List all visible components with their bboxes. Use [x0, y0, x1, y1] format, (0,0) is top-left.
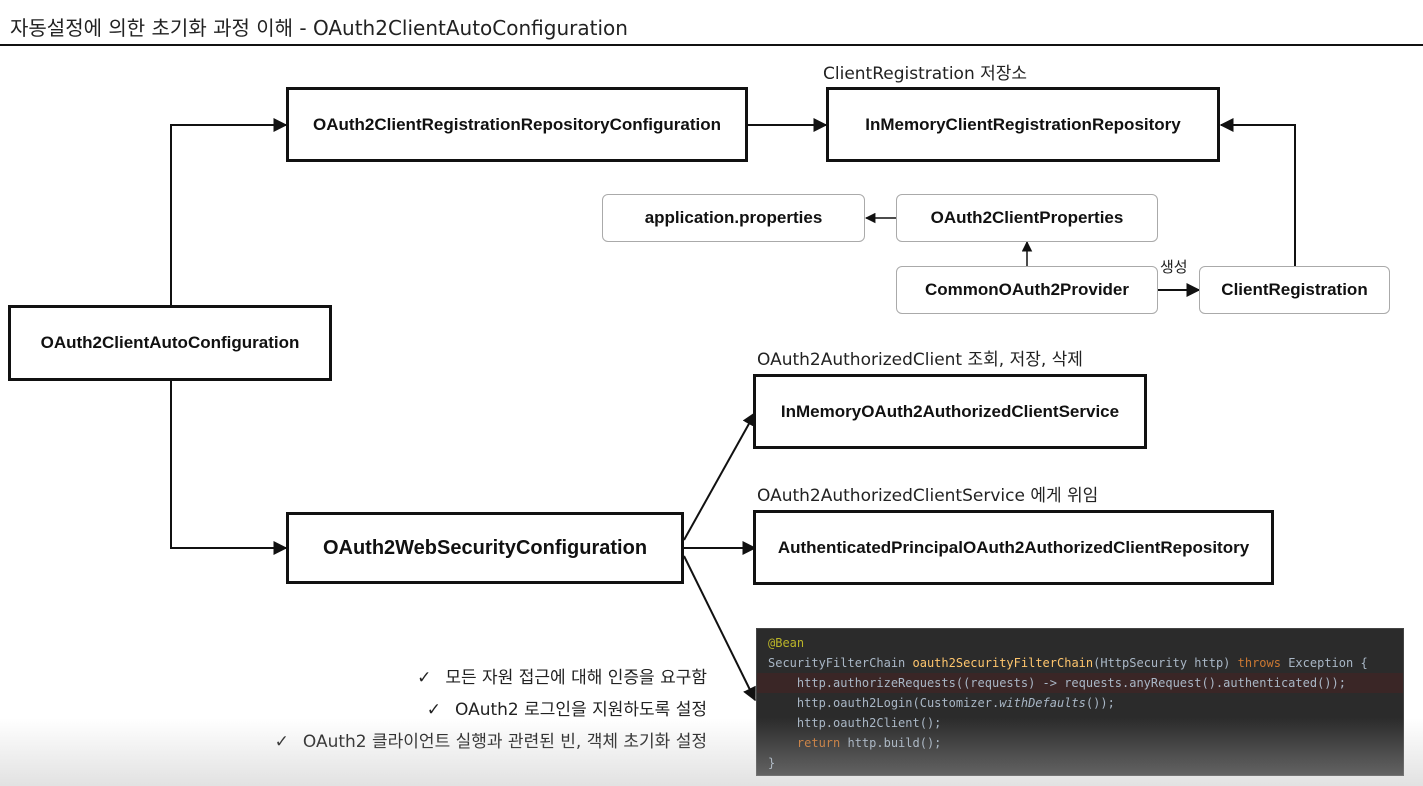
inmemory-client-registration-repository-box: InMemoryClientRegistrationRepository: [826, 87, 1220, 162]
check-icon: ✓: [274, 732, 289, 752]
security-filter-chain-code-snippet: @Bean SecurityFilterChain oauth2Security…: [756, 628, 1404, 776]
code-line-close-brace: }: [768, 756, 776, 770]
check-icon: ✓: [417, 668, 432, 688]
common-oauth2-provider-box: CommonOAuth2Provider: [896, 266, 1158, 314]
feature-checklist: ✓모든 자원 접근에 대해 인증을 요구함 ✓OAuth2 로그인을 지원하도록…: [275, 664, 707, 760]
oauth2-web-security-configuration-box: OAuth2WebSecurityConfiguration: [286, 512, 684, 584]
title-divider: [0, 44, 1423, 46]
delegate-label: OAuth2AuthorizedClientService 에게 위임: [757, 486, 1099, 506]
arrow-auto-to-web-security: [170, 380, 288, 555]
application-properties-box: application.properties: [602, 194, 865, 242]
code-line-oauth2-client: http.oauth2Client();: [768, 716, 942, 730]
code-line-annotation: @Bean: [768, 636, 805, 650]
oauth2-client-auto-configuration-box: OAuth2ClientAutoConfiguration: [8, 305, 332, 381]
code-line-signature: SecurityFilterChain oauth2SecurityFilter…: [768, 656, 1368, 670]
check-icon: ✓: [426, 700, 441, 720]
checklist-item: ✓OAuth2 클라이언트 실행과 관련된 빈, 객체 초기화 설정: [274, 732, 707, 752]
authorized-client-crud-label: OAuth2AuthorizedClient 조회, 저장, 삭제: [757, 350, 1083, 370]
arrow-web-security-to-authorized-service: [683, 411, 756, 541]
client-registration-box: ClientRegistration: [1199, 266, 1390, 314]
code-line-authorize-requests: http.authorizeRequests((requests) -> req…: [757, 673, 1403, 693]
page-title: 자동설정에 의한 초기화 과정 이해 - OAuth2ClientAutoCon…: [10, 16, 628, 40]
oauth2-client-properties-box: OAuth2ClientProperties: [896, 194, 1158, 242]
checklist-item: ✓모든 자원 접근에 대해 인증을 요구함: [417, 668, 707, 688]
create-label: 생성: [1160, 258, 1188, 276]
arrow-auto-to-reg-config: [170, 118, 288, 305]
oauth2-client-registration-repository-configuration-box: OAuth2ClientRegistrationRepositoryConfig…: [286, 87, 748, 162]
authenticated-principal-authorized-client-repository-box: AuthenticatedPrincipalOAuth2AuthorizedCl…: [753, 510, 1274, 585]
arrow-registration-to-inmemory-repo: [1219, 118, 1296, 266]
checklist-item: ✓OAuth2 로그인을 지원하도록 설정: [426, 700, 707, 720]
inmemory-oauth2-authorized-client-service-box: InMemoryOAuth2AuthorizedClientService: [753, 374, 1147, 449]
code-line-oauth2-login: http.oauth2Login(Customizer.withDefaults…: [768, 696, 1115, 710]
registration-store-label: ClientRegistration 저장소: [823, 64, 1028, 84]
arrow-web-security-to-filter-chain: [683, 555, 756, 702]
code-line-return: return http.build();: [768, 736, 942, 750]
